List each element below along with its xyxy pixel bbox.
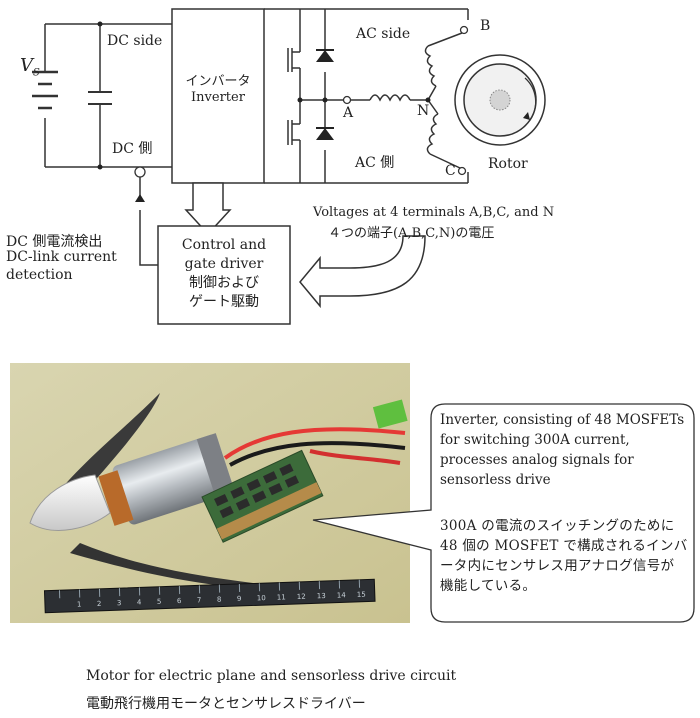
control-jp-line-1: 制御および xyxy=(189,275,259,291)
voltages-en-label: Voltages at 4 terminals A,B,C, and N xyxy=(313,205,555,220)
control-label: Control and gate driver 制御および ゲート駆動 xyxy=(158,236,290,312)
rotor-outer xyxy=(454,54,546,146)
terminal-a-label: A xyxy=(343,105,354,121)
ac-side-jp-label: AC 側 xyxy=(355,155,395,171)
ruler-number: 1 xyxy=(77,600,82,608)
caption-en: Motor for electric plane and sensorless … xyxy=(86,668,457,684)
control-jp-line-2: ゲート駆動 xyxy=(189,294,259,310)
ruler-number: 9 xyxy=(237,595,242,603)
inverter-en-label: Inverter xyxy=(191,90,245,105)
terminal-b-label: B xyxy=(480,18,491,34)
inductor-a xyxy=(369,94,411,102)
dc-side-jp-label: DC 側 xyxy=(112,141,153,157)
circuit-diagram xyxy=(32,8,546,325)
terminal-b-node xyxy=(459,25,469,35)
ruler-number: 13 xyxy=(317,592,326,600)
callout-bubble-shape xyxy=(312,403,695,623)
callout-en-text: Inverter, consisting of 48 MOSFETs for s… xyxy=(440,412,685,488)
dc-detect-en-label-2: detection xyxy=(6,267,73,283)
terminal-n-label: N xyxy=(417,103,430,119)
control-en-line-2: gate driver xyxy=(184,256,264,272)
ruler-number: 12 xyxy=(297,593,306,601)
control-en-line-1: Control and xyxy=(181,237,267,253)
ruler-number: 5 xyxy=(157,598,162,606)
inverter-jp-label: インバータ xyxy=(185,74,251,89)
ruler-number: 3 xyxy=(117,599,122,607)
ruler-number: 15 xyxy=(357,591,366,599)
ruler-number: 7 xyxy=(197,596,202,604)
vs-label: VS xyxy=(20,55,40,79)
ruler-number: 6 xyxy=(177,597,182,605)
dc-side-label: DC side xyxy=(107,33,163,49)
inductor-b xyxy=(424,45,437,87)
ac-side-label: AC side xyxy=(356,26,411,42)
voltages-jp-label: ４つの端子(A,B,C,N)の電圧 xyxy=(328,226,495,241)
callout-jp-text: 300A の電流のスイッチングのために 48 個の MOSFET で構成されるイ… xyxy=(440,518,688,594)
dc-detect-en-label-1: DC-link current xyxy=(6,249,117,265)
ruler-number: 8 xyxy=(217,596,222,604)
terminal-c-node xyxy=(457,166,467,176)
rotor-label: Rotor xyxy=(488,156,528,172)
caption-jp: 電動飛行機用モータとセンサレスドライバー xyxy=(86,696,366,712)
propeller-blade-bottom xyxy=(70,543,270,588)
spinner-cone xyxy=(29,474,111,531)
feedback-arrow xyxy=(299,235,426,309)
ruler xyxy=(43,578,376,614)
terminal-c-label: C xyxy=(445,163,456,179)
ruler-number: 11 xyxy=(277,593,286,601)
control-box xyxy=(157,225,291,325)
terminal-a-node xyxy=(342,95,352,105)
ruler-number: 10 xyxy=(257,594,266,602)
current-sensor xyxy=(134,166,146,178)
dc-detect-jp-label: DC 側電流検出 xyxy=(6,234,103,250)
inductor-c xyxy=(426,113,439,155)
ruler-number: 4 xyxy=(137,598,142,606)
arrow-up xyxy=(184,182,232,236)
ruler-number: 2 xyxy=(97,600,102,608)
ruler-number: 14 xyxy=(337,591,347,599)
